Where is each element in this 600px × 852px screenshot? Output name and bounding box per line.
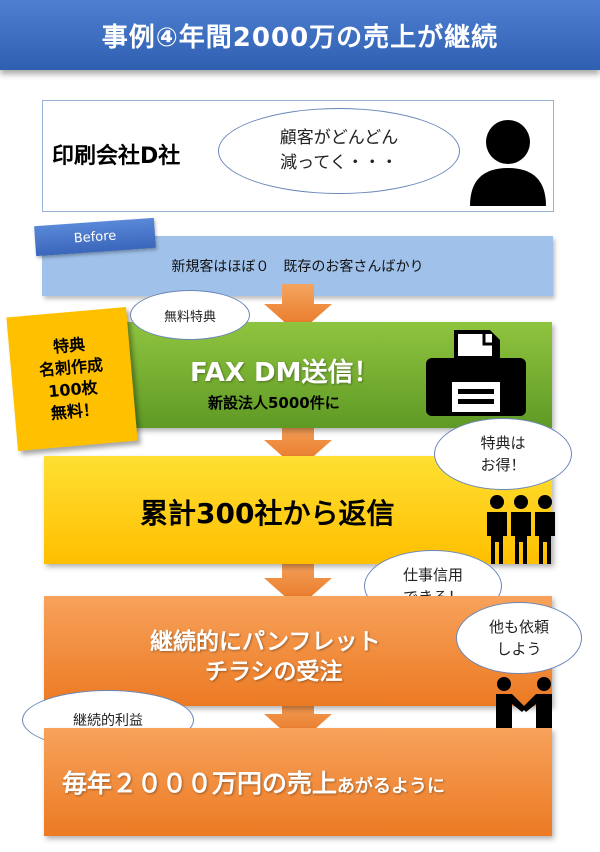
request-more-bubble: 他も依頼 しよう: [456, 602, 582, 674]
fax-title: FAX DM送信！: [190, 358, 380, 388]
result-main: 毎年２０００万円の売上: [62, 769, 338, 798]
bubble-text: 継続的利益: [73, 713, 143, 729]
result-small: あがるように: [337, 776, 446, 797]
group-people-icon: [487, 495, 555, 564]
bubble-line: 仕事信用: [402, 566, 463, 584]
arrow-down-icon: [264, 420, 332, 470]
handshake-icon: [496, 677, 552, 760]
bubble-line: 減ってく・・・: [280, 153, 398, 173]
result-step: [44, 728, 552, 836]
bonus-note: 特典 名刺作成 100枚 無料！: [6, 307, 138, 451]
bubble-line: 他も依頼: [488, 618, 549, 636]
person-icon: [470, 120, 546, 206]
reply-text: 累計300社から返信: [140, 497, 395, 530]
fax-subtitle: 新設法人5000件に: [208, 394, 340, 412]
free-bonus-bubble: 無料特典: [130, 290, 250, 340]
arrow-down-icon: [264, 284, 332, 334]
bonus-deal-bubble: 特典は お得！: [434, 418, 572, 490]
arrow-down-icon: [264, 558, 332, 608]
page-title-banner: 事例④年間2000万の売上が継続: [0, 0, 600, 70]
result-text: 毎年２０００万円の売上あがるように: [62, 764, 445, 800]
page-title: 事例④年間2000万の売上が継続: [101, 22, 499, 53]
order-text-line1: 継続的にパンフレット: [150, 629, 381, 655]
bubble-line: 特典は: [480, 434, 526, 452]
arrow-down-icon: [264, 694, 332, 744]
bubble-line: お得！: [480, 456, 526, 474]
order-text-line2: チラシの受注: [205, 659, 343, 685]
bubble-line: 顧客がどんどん: [279, 128, 399, 148]
before-tag-label: Before: [73, 228, 117, 246]
bubble-text: 無料特典: [163, 309, 216, 325]
customer-decline-bubble: 顧客がどんどん 減ってく・・・: [218, 108, 460, 194]
before-text: 新規客はほぼ０ 既存のお客さんばかり: [171, 259, 424, 275]
bubble-line: しよう: [496, 640, 542, 658]
fax-machine-icon: [426, 330, 526, 416]
company-name: 印刷会社D社: [52, 144, 181, 169]
